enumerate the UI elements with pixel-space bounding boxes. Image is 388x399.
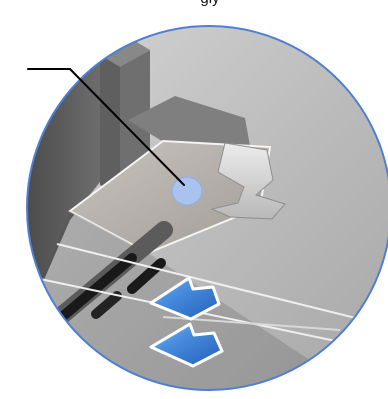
magnifier-circle [26,25,388,391]
top-caption-fragment: gly [150,0,270,7]
insertion-arrow-icon [149,276,221,321]
rail-slot-1 [57,253,137,322]
left-caption-fragment: r [0,55,12,73]
rail-slot-3 [91,291,122,319]
rail-slot-2 [127,258,166,294]
insert-line-1 [56,243,388,327]
insertion-arrow-lower [149,322,224,368]
latch-tab [210,142,286,220]
insertion-arrow-icon [149,322,224,368]
callout-dot-icon [171,176,203,206]
insertion-arrow-upper [149,276,221,321]
insert-line-2 [39,278,388,353]
upright-block-front [100,55,120,195]
upright-block-top [100,38,150,67]
leader-line-icon [27,68,185,186]
